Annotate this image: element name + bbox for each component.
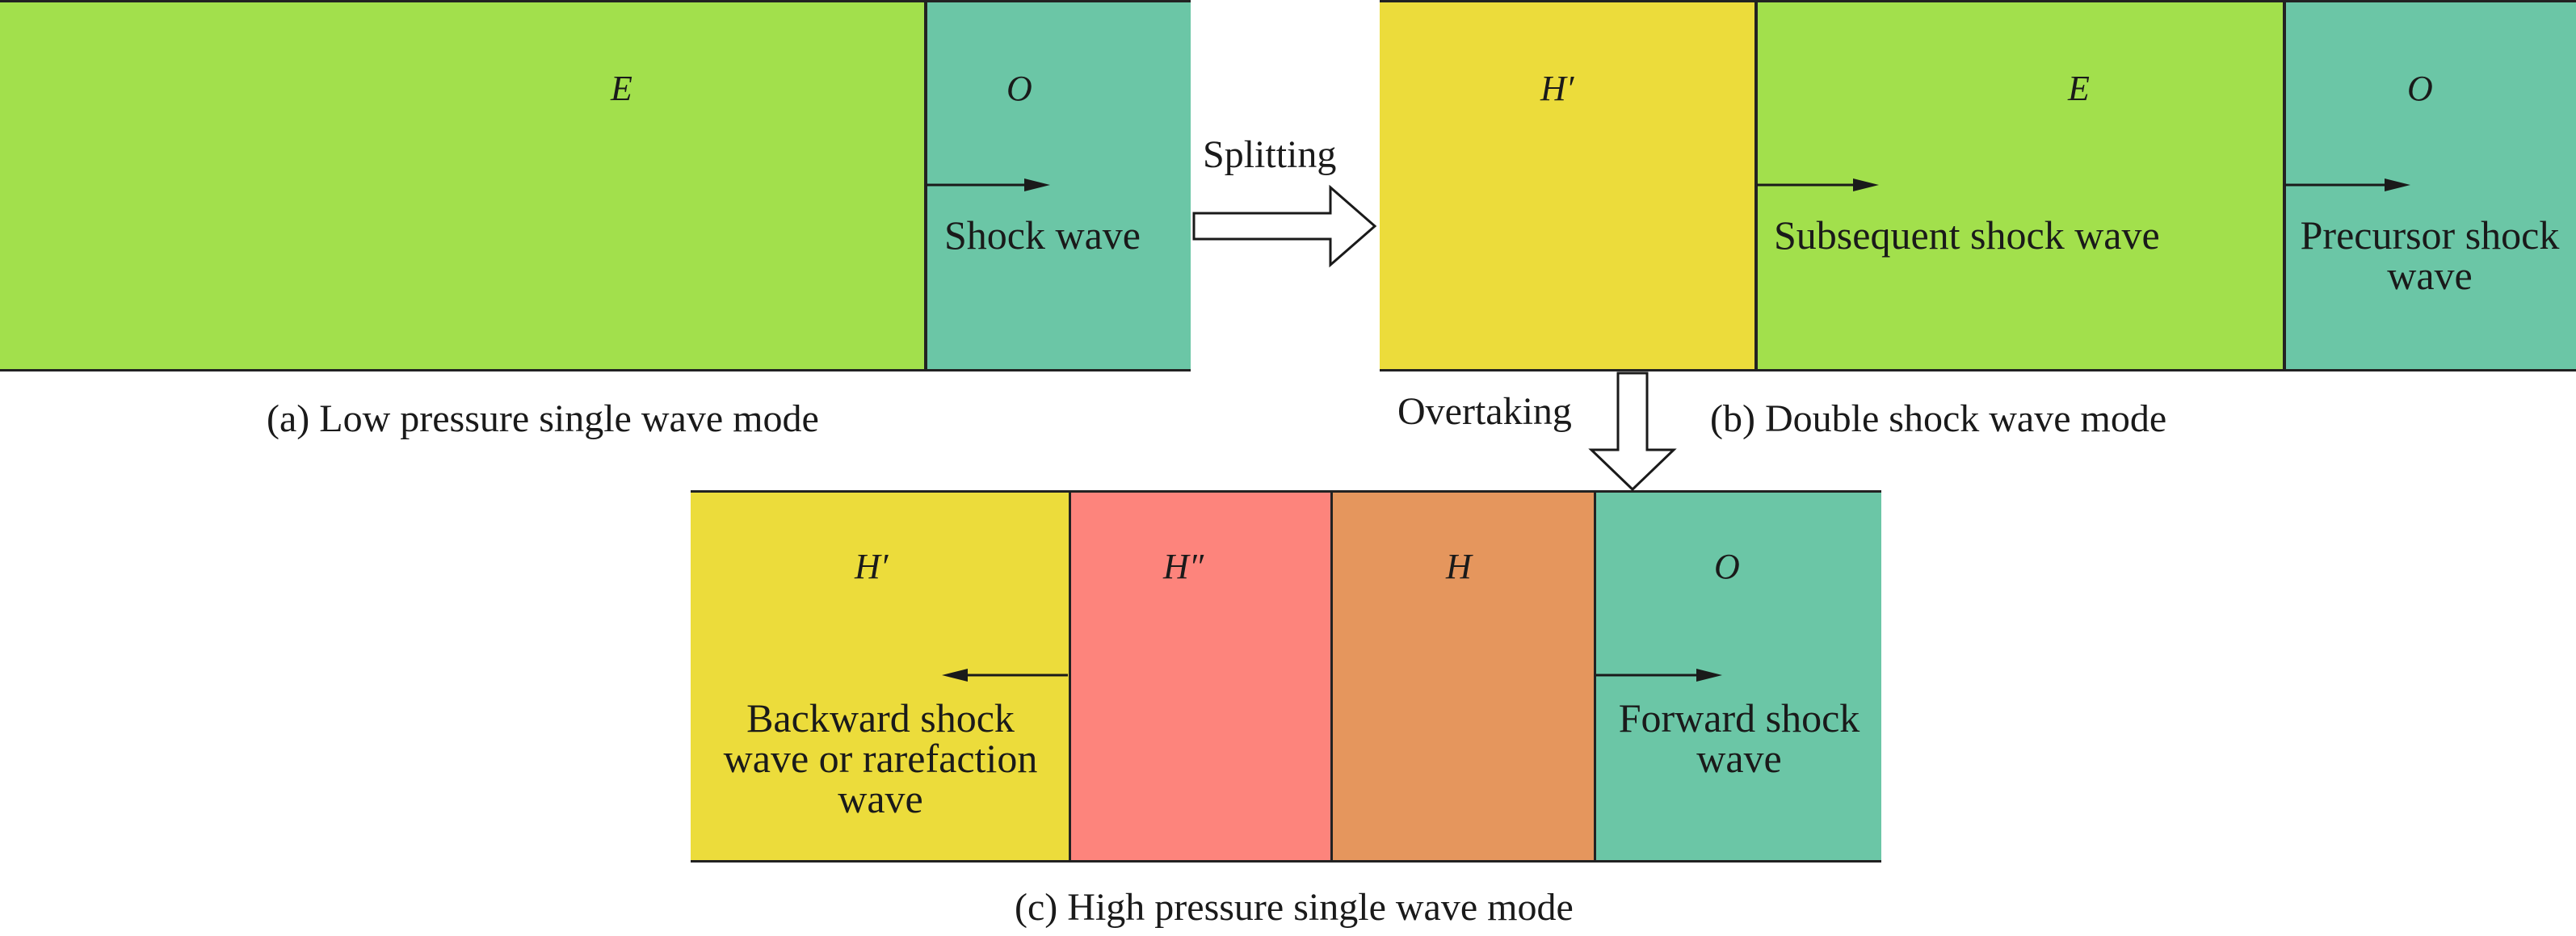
panel-c-region-h [1331,491,1595,861]
panel-b-precursor-shock-line-1: Precursor shock [2300,212,2560,258]
panel-c-backward-shock-line-1: Backward shock [746,695,1015,741]
panel-c-top-line [691,490,1881,493]
panel-c-bottom-line [691,860,1881,863]
panel-c-backward-shock-line-2: wave or rarefaction [723,736,1038,781]
panel-b-bottom-line [1380,369,2576,371]
panel-c-label-o: O [1714,547,1740,586]
panel-a-caption: (a) Low pressure single wave mode [267,397,819,440]
panel-a-shock-wave-line: Shock wave [944,212,1141,258]
panel-a-label-e: E [611,69,632,108]
panel-a-region-o [925,0,1191,370]
overtaking-arrow-icon [1588,371,1677,492]
splitting-label: Splitting [1203,133,1337,176]
panel-b-top-line [1380,0,2576,2]
panel-b-caption: (b) Double shock wave mode [1710,397,2167,440]
panel-b-divider-h-e [1754,0,1758,371]
panel-a-top-line [0,0,1191,2]
splitting-arrow-icon [1192,184,1377,268]
panel-c-label-h-double-prime: H″ [1163,547,1204,586]
panel-a-bottom-line [0,369,1191,371]
panel-b-label-o: O [2407,69,2433,108]
panel-c-divider-1 [1069,490,1071,863]
panel-b-precursor-shock-line-2: wave [2387,253,2473,298]
panel-b-region-e [1755,0,2284,370]
panel-b-label-e: E [2068,69,2090,108]
panel-c-region-h-double-prime [1069,491,1331,861]
panel-c-label-h: H [1446,547,1472,586]
panel-b-subsequent-shock-label: Subsequent shock wave [1774,215,2160,255]
panel-b-label-h-prime: H′ [1540,69,1574,108]
panel-c-divider-3 [1594,490,1596,863]
panel-c-label-h-prime: H′ [855,547,889,586]
panel-c-forward-shock-label: Forward shock wave [1598,698,1881,779]
panel-b-region-h-prime [1380,0,1755,370]
panel-c-backward-shock-label: Backward shock wave or rarefaction wave [695,698,1066,819]
panel-b-region-o [2284,0,2576,370]
panel-c-forward-shock-line-1: Forward shock [1618,695,1860,741]
panel-a-region-e [0,0,925,370]
panel-a-divider-e-o [924,0,927,371]
panel-a-label-o: O [1006,69,1032,108]
panel-a-shock-wave-label: Shock wave [944,215,1141,255]
panel-c-forward-shock-line-2: wave [1696,736,1782,781]
overtaking-label: Overtaking [1397,390,1572,433]
panel-c-caption: (c) High pressure single wave mode [1015,886,1574,929]
panel-b-subsequent-shock-line: Subsequent shock wave [1774,212,2160,258]
panel-b-precursor-shock-label: Precursor shock wave [2285,215,2574,296]
panel-c-divider-2 [1330,490,1333,863]
panel-b-divider-e-o [2283,0,2286,371]
panel-c-backward-shock-line-3: wave [838,776,923,821]
